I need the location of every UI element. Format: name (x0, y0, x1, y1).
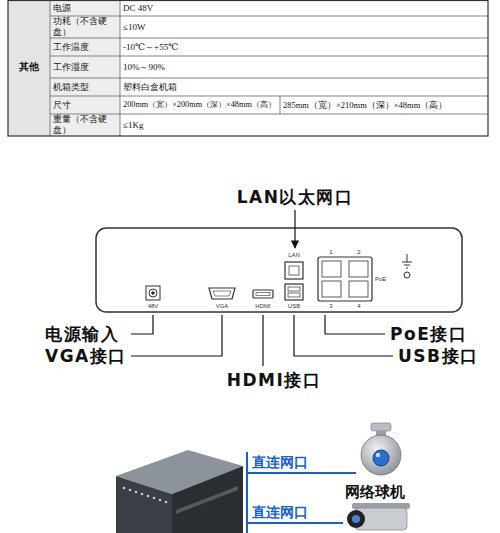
spec-value: 285mm（宽）×210mm（深）×48mm（高） (280, 96, 488, 114)
leader-lines (131, 210, 393, 366)
spec-table (8, 0, 488, 136)
port-label: 48V (148, 303, 159, 309)
port-label: USB (288, 303, 300, 309)
port-callout: PoE接口 (390, 325, 467, 344)
port-callout: USB接口 (398, 347, 479, 366)
nvr-rear-panel (96, 228, 462, 312)
dome-camera-icon (361, 423, 401, 475)
spec-value: -10℃～+55℃ (120, 38, 488, 56)
port-label: HDMI (255, 303, 270, 309)
port-number: 1 (329, 249, 332, 255)
port-label: LAN (288, 252, 300, 258)
spec-value: 200mm（宽）×200mm（深）×48mm（高） (120, 96, 280, 114)
port-number: 2 (357, 249, 360, 255)
port-callout: VGA接口 (45, 347, 127, 366)
nvr-illustration (116, 450, 243, 533)
spec-key: 尺寸 (50, 96, 120, 114)
spec-key: 重量（不含硬盘） (50, 114, 120, 136)
spec-key: 机箱类型 (50, 78, 120, 96)
spec-value: DC 48V (120, 0, 488, 16)
spec-value: ≤10W (120, 16, 488, 38)
port-label: PoE (375, 276, 386, 282)
camera-label: 网络球机 (345, 484, 405, 501)
bullet-camera-icon (347, 503, 410, 530)
spec-key: 功耗（不含硬盘） (50, 16, 120, 38)
direct-link-lines (247, 452, 356, 533)
spec-key: 电源 (50, 0, 120, 16)
spec-value: 塑料白盒机箱 (120, 78, 488, 96)
table-group-header: 其他 (8, 0, 50, 136)
port-number: 4 (357, 303, 360, 309)
spec-key: 工作湿度 (50, 56, 120, 78)
port-number: 3 (329, 303, 332, 309)
spec-key: 工作温度 (50, 38, 120, 56)
port-callout: LAN以太网口 (237, 188, 354, 207)
port-callout: HDMI接口 (227, 371, 322, 390)
spec-value: 10%～90% (120, 56, 488, 78)
link-label: 直连网口 (252, 455, 308, 470)
port-label: VGA (216, 303, 229, 309)
link-label: 直连网口 (252, 505, 308, 520)
port-callout: 电源输入 (45, 325, 119, 344)
spec-value: ≤1Kg (120, 114, 488, 136)
